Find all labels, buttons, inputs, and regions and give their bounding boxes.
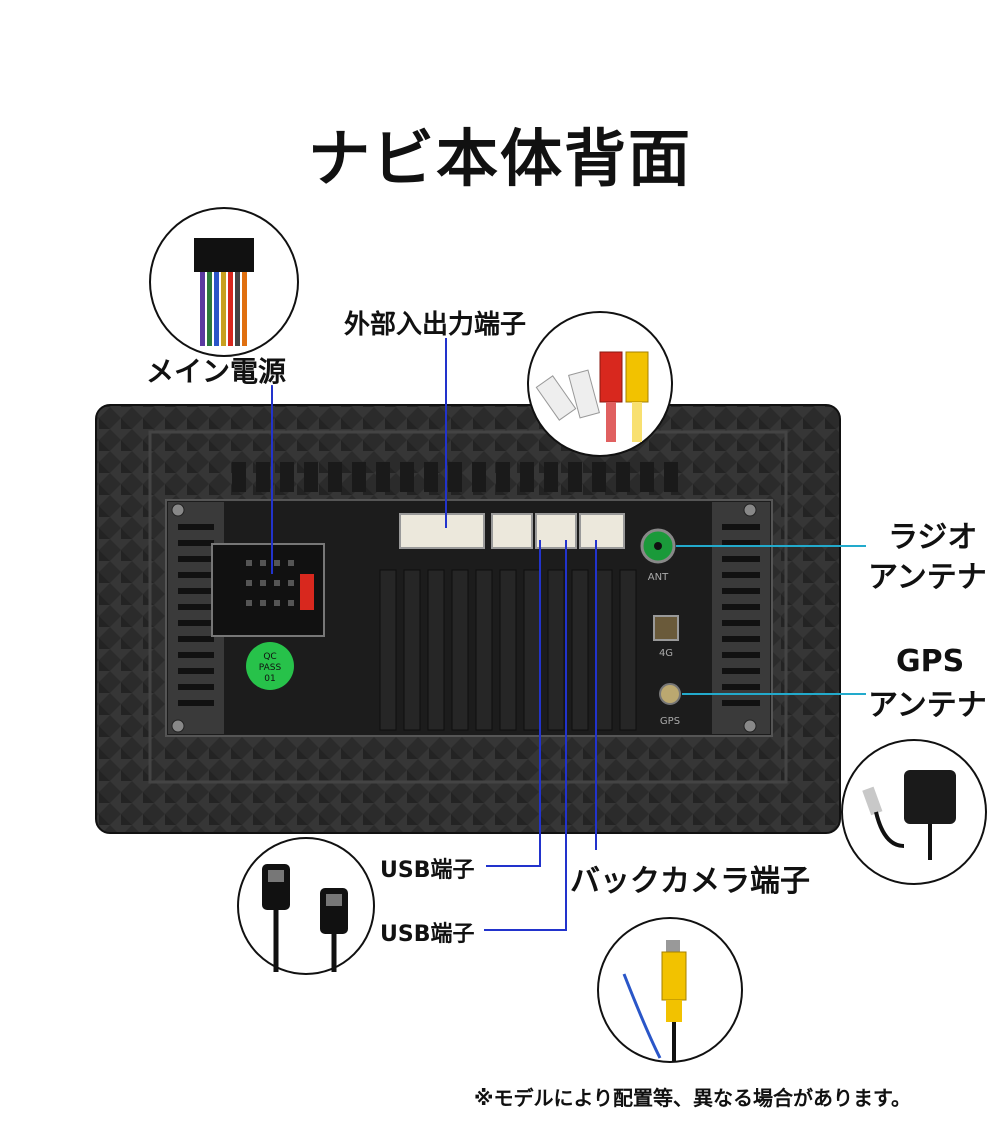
label-radio-antenna-2: アンテナ (868, 560, 987, 595)
screws (171, 503, 757, 733)
fuse (300, 574, 314, 610)
leader-lines (271, 338, 866, 931)
label-gps-antenna-2: アンテナ (868, 688, 987, 723)
gps-marking: GPS (660, 716, 680, 727)
label-usb-1: USB端子 (380, 858, 475, 883)
unit-inner-frame (148, 430, 788, 784)
label-gps-antenna-1: GPS (896, 644, 965, 679)
label-radio-antenna-1: ラジオ (888, 520, 978, 555)
gps-antenna-inset (841, 739, 987, 885)
usb-connector-2 (535, 513, 577, 549)
4g-antenna-port (653, 615, 679, 641)
external-io-connector (399, 513, 485, 549)
qc-text-3: 01 (264, 674, 275, 684)
label-external-io: 外部入出力端子 (344, 310, 527, 340)
qc-text-1: QC (263, 652, 276, 662)
rca-inset (527, 311, 673, 457)
top-vent (232, 462, 678, 492)
back-camera-connector (579, 513, 625, 549)
qc-sticker (246, 642, 294, 690)
label-back-camera: バックカメラ端子 (570, 864, 810, 899)
main-power-pins (246, 560, 294, 606)
usb-inset (237, 837, 375, 975)
right-heatsink (712, 502, 770, 734)
qc-text-2: PASS (259, 663, 282, 673)
ant-marking: ANT (648, 572, 669, 583)
usb-connector-1 (491, 513, 533, 549)
radio-antenna-pin (654, 542, 662, 550)
4g-marking: 4G (659, 648, 673, 659)
inner-fins (379, 569, 637, 731)
main-power-inset (149, 207, 299, 357)
footnote: ※モデルにより配置等、異なる場合があります。 (474, 1086, 912, 1110)
label-usb-2: USB端子 (380, 922, 475, 947)
back-camera-inset (597, 917, 743, 1063)
page-title: ナビ本体背面 (307, 122, 692, 195)
gps-antenna-port (659, 683, 681, 705)
label-main-power: メイン電源 (146, 355, 287, 388)
